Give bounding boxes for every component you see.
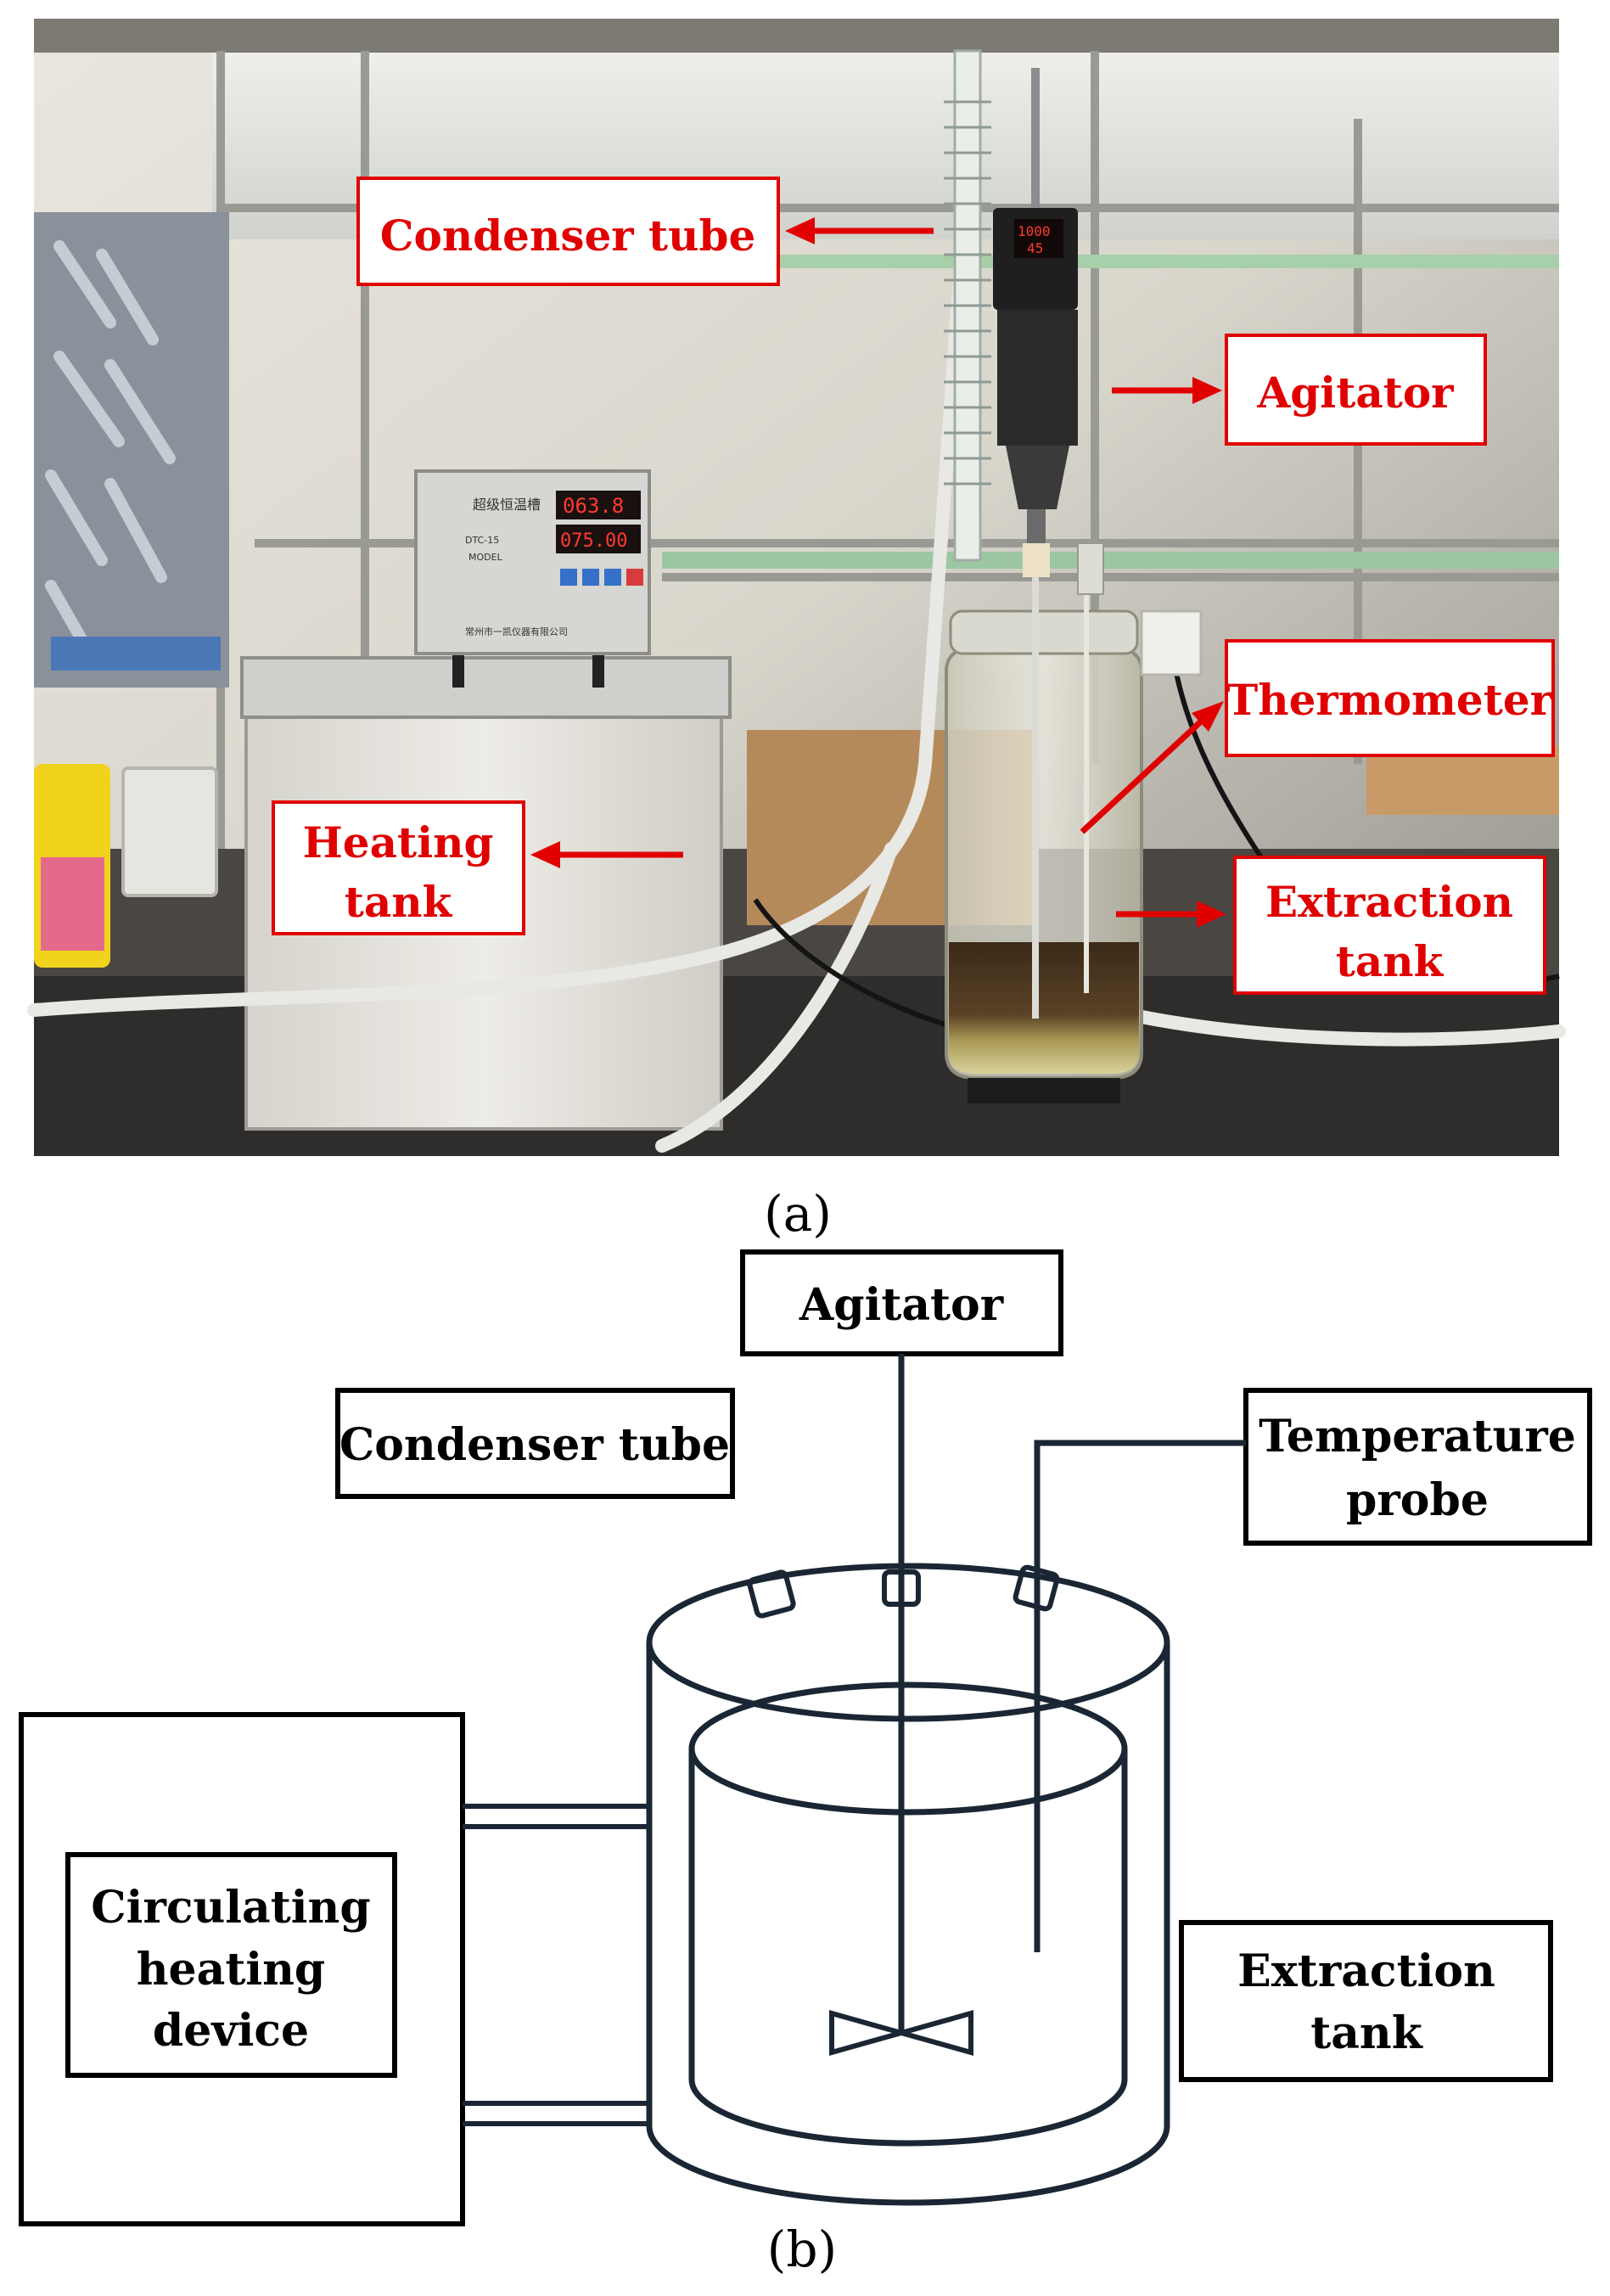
wall-outlet [1140,609,1203,676]
agitator-display-bottom: 45 [1027,240,1043,256]
arrow-thermometer [1080,701,1224,834]
heating-outer-box [19,1712,465,2226]
condenser-box [335,1388,735,1499]
bath-model-caption: MODEL [468,552,503,563]
bath-buttons [560,569,643,586]
label-heating-a-line2: tank [345,877,453,927]
heater-pipes-top [463,1804,649,1829]
shaft-collar [882,1569,921,1607]
label-temp-line2: probe [1346,1474,1489,1526]
label-temp-line1: Temperature [1259,1411,1576,1462]
bottle-label [41,857,104,951]
caption-b: (b) [767,2220,837,2278]
agitator-motor: 1000 45 [993,68,1078,577]
temp-probe-box [1243,1388,1592,1546]
heater-pipes-bottom [463,2101,649,2126]
label-extraction-a: Extraction tank [1233,856,1546,995]
label-extraction-a-line2: tank [1336,936,1445,986]
label-agitator-b: Agitator [799,1279,1004,1331]
ceiling-beam [34,19,1559,53]
label-thermometer-a: Thermometer [1225,639,1555,757]
label-heating-b-line2: heating [137,1944,326,1996]
panel-a-photo: 超级恒温槽 DTC-15 MODEL 063.8 075.00 常州市一凯仪器有… [27,19,1566,1156]
label-agitator-a-text: Agitator [1256,368,1454,418]
label-condenser-a: Condenser tube [356,177,780,286]
label-condenser-b: Condenser tube [339,1419,730,1471]
heating-inner-box [65,1852,397,2078]
beaker [121,766,218,897]
left-port-collar [747,1569,796,1619]
bath-display-top [556,491,641,519]
panel-b-schematic [19,1249,1592,2226]
drying-rack [34,212,229,688]
label-heating-a: Heating tank [272,800,525,935]
label-heating-b-line1: Circulating [91,1882,370,1934]
temp-probe-line [1034,1440,1246,1952]
bath-lid [240,656,732,719]
inner-cylinder [688,1681,1128,2147]
label-extraction-b-line2: tank [1310,2007,1423,2059]
bath-display-top-text: 063.8 [563,494,624,518]
label-thermometer-a-text: Thermometer [1226,675,1553,725]
bath-panel-title: 超级恒温槽 [473,497,541,513]
condenser-tube [944,49,991,562]
bath-model-value: DTC-15 [465,535,499,546]
arrow-extraction [1116,901,1226,928]
tubing [27,163,1566,1153]
outer-cylinder [646,1563,1170,2206]
label-heating-a-line1: Heating [303,817,494,867]
shelf-green-strip [662,552,1559,569]
arrow-agitator [1112,377,1222,404]
bath-display-bottom-text: 075.00 [560,530,627,552]
label-extraction-a-line1: Extraction [1265,877,1513,927]
agitator-display-top: 1000 [1018,223,1051,239]
label-agitator-a: Agitator [1225,334,1487,446]
bath-display-bottom [556,525,641,553]
extraction-jar [945,542,1143,1103]
arrow-condenser [785,217,934,244]
arrow-heating [530,841,683,868]
label-condenser-a-text: Condenser tube [380,211,756,261]
shelf-green-strip-top [662,255,1559,268]
label-heating-b-line3: device [153,2005,309,2057]
label-extraction-b-line1: Extraction [1237,1945,1495,1997]
stirrer-blades [829,2010,973,2056]
caption-a: (a) [764,1185,832,1243]
cardboard-box-right [1366,747,1559,815]
extraction-box [1179,1920,1553,2082]
probe-collar [1013,1564,1060,1612]
bath-maker-plate: 常州市一凯仪器有限公司 [465,626,568,637]
